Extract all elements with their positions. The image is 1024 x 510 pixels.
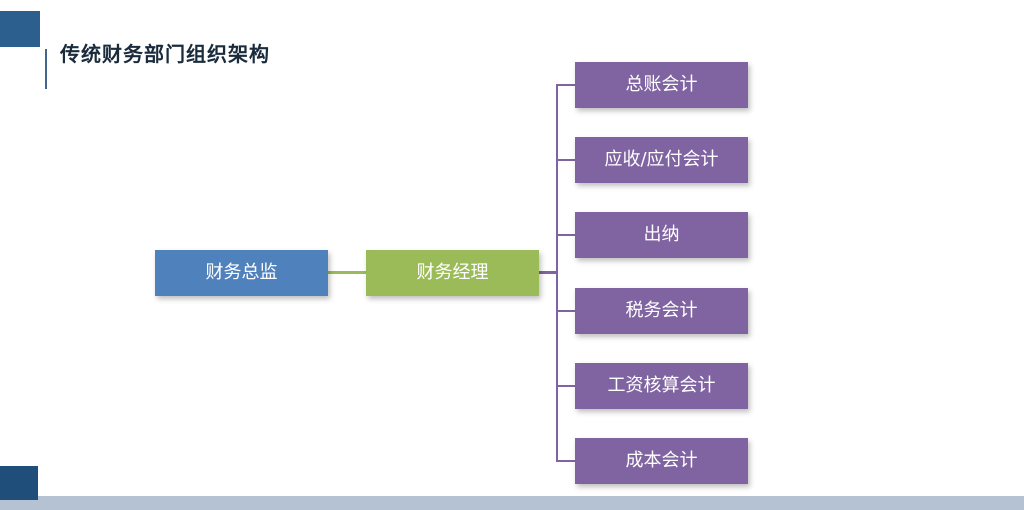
node-cashier: 出纳 — [575, 212, 748, 258]
node-tax-accountant: 税务会计 — [575, 288, 748, 334]
connector-branch-3 — [557, 310, 575, 312]
node-cost-accountant: 成本会计 — [575, 438, 748, 484]
page-title: 传统财务部门组织架构 — [60, 42, 270, 66]
header-accent-line — [45, 49, 47, 89]
node-ar-ap-accountant: 应收/应付会计 — [575, 137, 748, 183]
connector-manager-to-trunk — [539, 271, 557, 274]
header-accent-square — [0, 11, 40, 47]
node-finance-director: 财务总监 — [155, 250, 328, 296]
connector-director-to-manager — [328, 271, 366, 274]
connector-branch-5 — [557, 460, 575, 462]
footer-accent-square — [0, 466, 38, 500]
connector-branch-2 — [557, 234, 575, 236]
node-general-ledger-accountant: 总账会计 — [575, 62, 748, 108]
node-finance-manager: 财务经理 — [366, 250, 539, 296]
connector-branch-1 — [557, 159, 575, 161]
footer-accent-bar — [0, 496, 1024, 510]
node-payroll-accountant: 工资核算会计 — [575, 363, 748, 409]
connector-trunk-vertical — [556, 84, 558, 462]
connector-branch-4 — [557, 385, 575, 387]
connector-branch-0 — [557, 84, 575, 86]
